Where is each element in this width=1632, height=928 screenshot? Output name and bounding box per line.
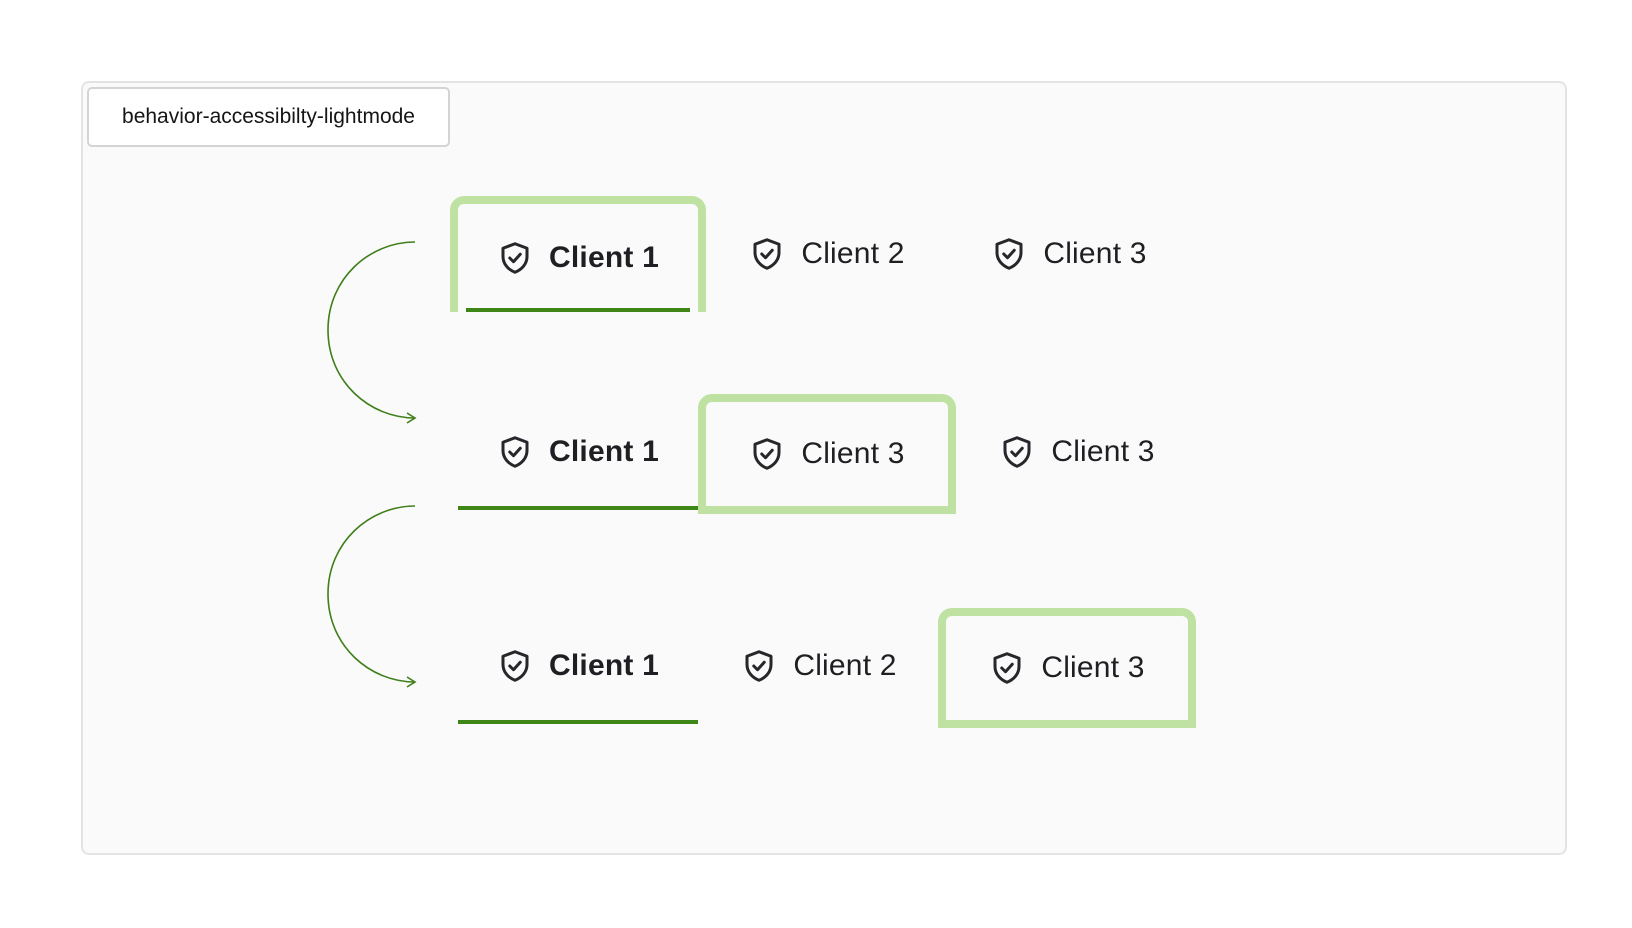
tab-client-3[interactable]: Client 3 [948,196,1190,312]
tab-client-3[interactable]: Client 3 [938,608,1196,728]
flow-arrow-2 [327,505,417,688]
shield-check-icon [1003,436,1031,468]
tab-label: Client 2 [793,649,897,682]
example-label: behavior-accessibilty-lightmode [87,87,450,147]
shield-check-icon [501,436,529,468]
shield-check-icon [995,238,1023,270]
tab-label: Client 3 [1043,237,1147,270]
tab-label: Client 3 [1041,651,1145,684]
tab-label: Client 1 [549,649,659,682]
active-underline [466,308,690,312]
tab-label: Client 1 [549,435,659,468]
tab-label: Client 2 [801,237,905,270]
shield-check-icon [745,650,773,682]
active-underline [458,506,698,510]
tab-label: Client 3 [801,437,905,470]
tab-client-2[interactable]: Client 2 [706,196,948,312]
shield-check-icon [753,238,781,270]
tab-client-1[interactable]: Client 1 [450,196,706,312]
tab-client-3[interactable]: Client 3 [698,394,956,514]
shield-check-icon [501,242,529,274]
tab-label: Client 3 [1051,435,1155,468]
example-panel [81,81,1567,855]
tab-client-2[interactable]: Client 2 [706,608,932,724]
shield-check-icon [993,652,1021,684]
tab-client-3-second[interactable]: Client 3 [956,394,1198,510]
tab-client-1[interactable]: Client 1 [450,394,706,510]
tab-client-1[interactable]: Client 1 [450,608,706,724]
tab-label: Client 1 [549,241,659,274]
shield-check-icon [753,438,781,470]
shield-check-icon [501,650,529,682]
flow-arrow-1 [327,241,417,424]
active-underline [458,720,698,724]
